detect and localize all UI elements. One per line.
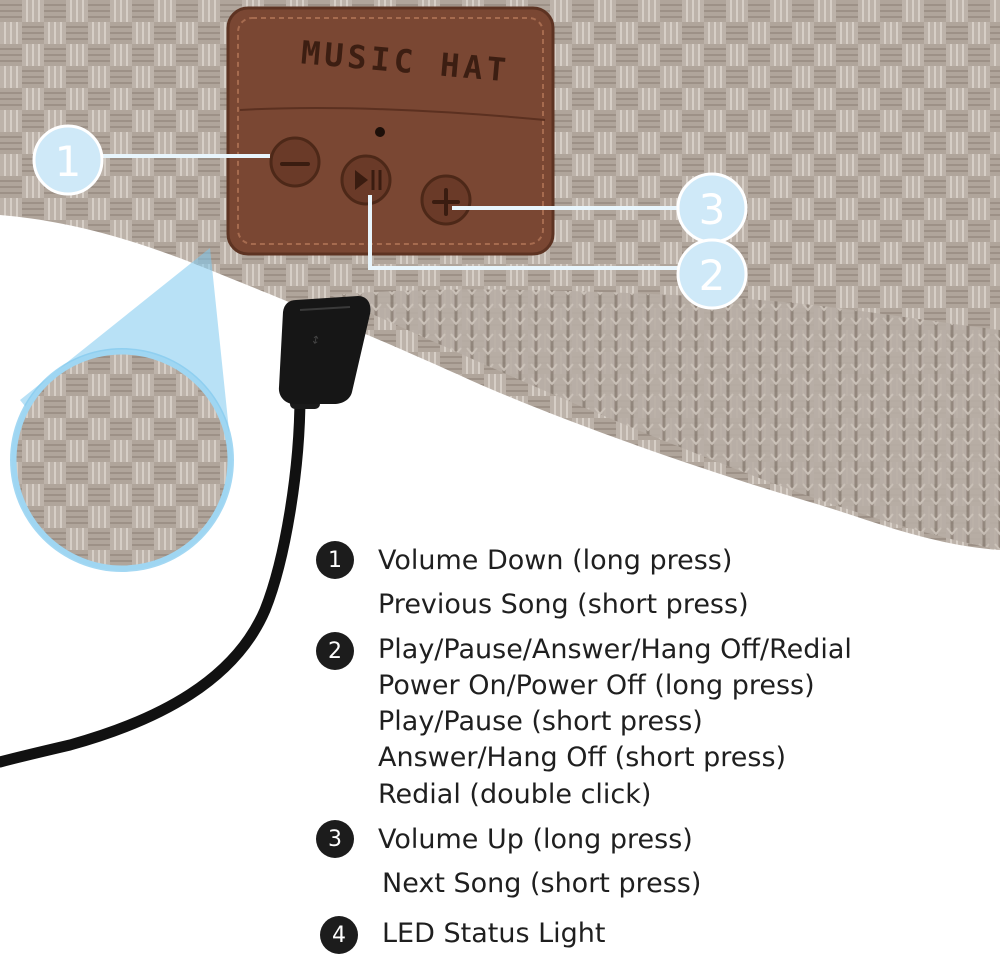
usb-connector xyxy=(278,296,371,404)
callout-2-label: 2 xyxy=(699,251,726,300)
callout-3-label: 3 xyxy=(699,185,726,234)
instruction-2-line-3: Play/Pause (short press) xyxy=(378,706,703,737)
callout-1: 1 xyxy=(32,124,104,196)
instruction-1-line-1: Volume Down (long press) xyxy=(378,545,733,576)
volume-down-icon xyxy=(269,136,321,188)
instruction-2-line-1: Play/Pause/Answer/Hang Off/Redial xyxy=(378,634,852,665)
instruction-2-badge: 2 xyxy=(316,632,354,670)
callout-3: 3 xyxy=(676,172,748,244)
instruction-1-badge: 1 xyxy=(316,541,354,579)
instruction-2-line-4: Answer/Hang Off (short press) xyxy=(378,742,787,773)
instruction-1-line-2: Previous Song (short press) xyxy=(378,589,749,620)
leather-patch: MUSIC HAT xyxy=(226,6,555,256)
instruction-3-line-2: Next Song (short press) xyxy=(382,868,702,899)
instruction-4-badge: 4 xyxy=(320,916,358,954)
callout-1-label: 1 xyxy=(55,137,82,186)
callout-2: 2 xyxy=(676,238,748,310)
instruction-2-line-2: Power On/Power Off (long press) xyxy=(378,670,815,701)
instruction-3-line-1: Volume Up (long press) xyxy=(378,824,693,855)
callout-lines xyxy=(95,154,680,270)
instruction-3-badge: 3 xyxy=(316,820,354,858)
svg-text:↔: ↔ xyxy=(308,334,323,346)
fabric-zoom xyxy=(10,248,234,572)
instruction-4-line-1: LED Status Light xyxy=(382,918,606,949)
volume-up-icon xyxy=(420,174,472,226)
usb-cable: ↔ xyxy=(0,296,371,768)
microphone-hole xyxy=(375,127,385,137)
instruction-2-line-5: Redial (double click) xyxy=(378,779,652,810)
play-pause-icon xyxy=(340,154,392,206)
